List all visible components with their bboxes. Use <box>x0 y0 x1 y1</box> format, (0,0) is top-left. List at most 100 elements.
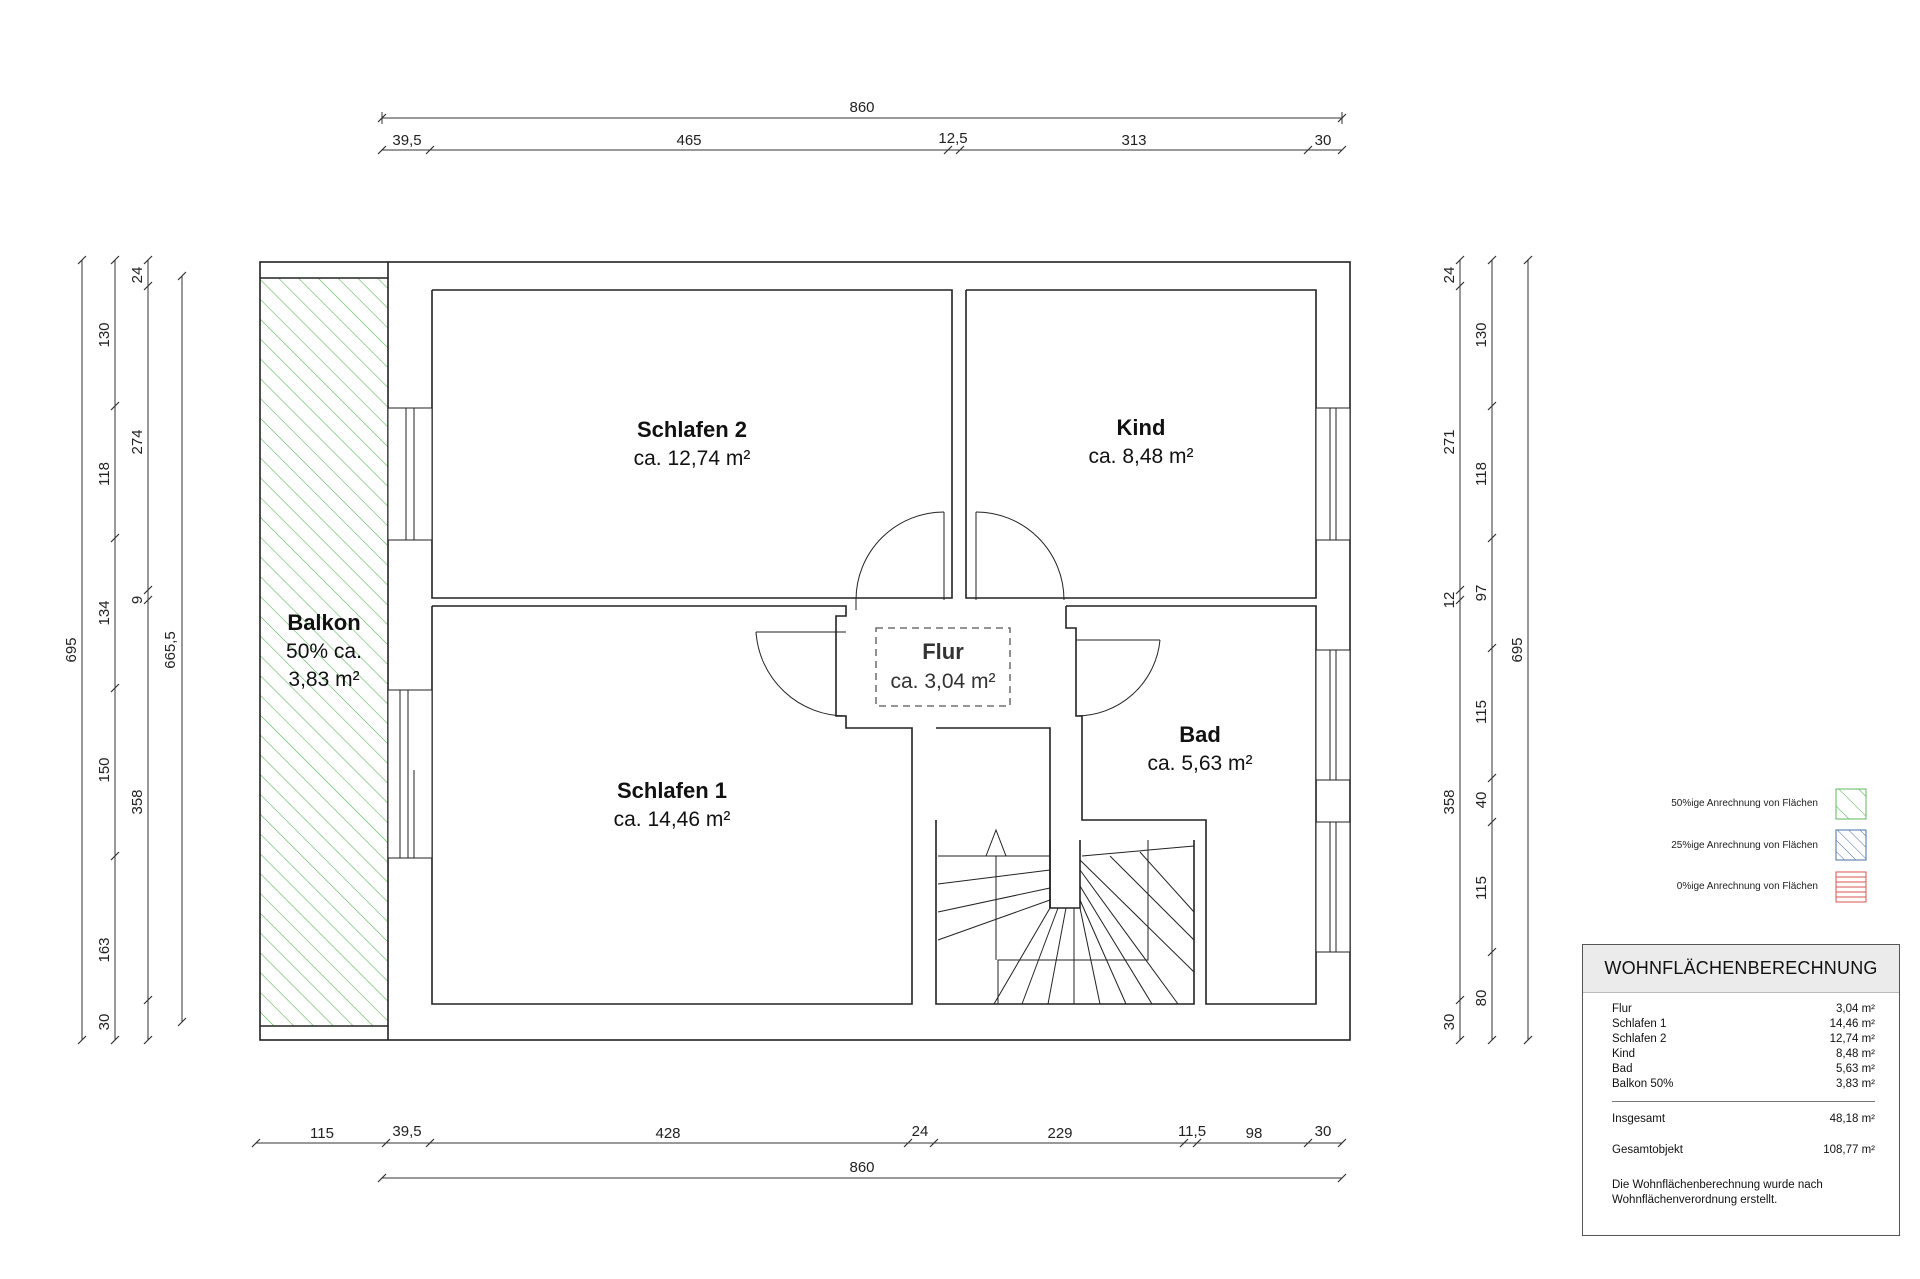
calc-label: Flur <box>1612 1003 1632 1015</box>
room-area: 3,83 m² <box>288 668 359 691</box>
room-area: ca. 3,04 m² <box>890 670 995 693</box>
room-area-label: 50% ca. <box>286 640 362 663</box>
dim-top-seg-4: 313 <box>1121 132 1146 149</box>
window-kind <box>1315 407 1351 541</box>
dim-top-seg-1: 39,5 <box>392 132 421 149</box>
room-area: ca. 12,74 m² <box>634 447 751 470</box>
calculation-title: WOHNFLÄCHENBERECHNUNG <box>1583 945 1899 993</box>
room-name: Kind <box>1117 415 1166 440</box>
dim-bottom-seg-7: 98 <box>1246 1125 1263 1142</box>
dimension-bottom: 115 39,5 428 24 229 11,5 98 30 860 <box>251 1123 1347 1183</box>
calculation-rows: Flur 3,04 m² Schlafen 1 14,46 m² Schlafe… <box>1583 993 1899 1092</box>
dim-left-b-1: 24 <box>129 267 146 284</box>
dim-left-a-5: 163 <box>96 937 113 962</box>
dim-left-a-3: 134 <box>96 600 113 625</box>
calc-value: 3,83 m² <box>1836 1078 1875 1090</box>
legend-swatch-0 <box>1835 871 1867 903</box>
calc-label: Kind <box>1612 1048 1636 1060</box>
calc-row-bad: Bad 5,63 m² <box>1583 1062 1899 1077</box>
calc-value: 14,46 m² <box>1829 1018 1875 1030</box>
dim-right-a-1: 24 <box>1441 267 1458 284</box>
room-schlafen2: Schlafen 2 ca. 12,74 m² <box>634 417 751 470</box>
calc-total-label: Insgesamt <box>1612 1113 1666 1125</box>
legend-label-50: 50%ige Anrechnung von Flächen <box>1671 798 1818 809</box>
dim-left-b-4: 358 <box>129 789 146 814</box>
room-area: ca. 8,48 m² <box>1088 445 1193 468</box>
dim-right-b-1: 130 <box>1473 322 1490 347</box>
dim-right-b-6: 115 <box>1473 876 1490 900</box>
calc-label: Schlafen 2 <box>1612 1033 1667 1045</box>
calc-row-flur: Flur 3,04 m² <box>1583 1002 1899 1017</box>
door-kind <box>975 511 1065 601</box>
calc-row-total: Insgesamt 48,18 m² <box>1583 1112 1899 1127</box>
calc-value: 5,63 m² <box>1836 1063 1875 1075</box>
dim-left-a-1: 130 <box>96 322 113 347</box>
calc-label: Bad <box>1612 1063 1633 1075</box>
dim-left-a-2: 118 <box>96 462 113 486</box>
staircase <box>937 840 1195 1005</box>
calc-value: 8,48 m² <box>1836 1048 1875 1060</box>
window-schlafen2 <box>387 407 433 541</box>
dimension-left: 695 130 118 134 150 163 30 24 274 9 358 <box>63 255 187 1045</box>
flur-label-frame <box>875 627 1011 707</box>
dim-left-b-3: 9 <box>129 596 146 604</box>
dim-top-seg-5: 30 <box>1315 132 1332 149</box>
room-balkon: Balkon 50% ca. 3,83 m² <box>286 610 362 691</box>
dim-left-total: 695 <box>63 637 80 662</box>
dim-left-b-2: 274 <box>129 429 146 454</box>
dimension-top: 860 39,5 465 12,5 313 30 <box>377 99 1347 155</box>
dim-right-b-4: 115 <box>1473 700 1490 724</box>
dim-bottom-seg-3: 428 <box>655 1125 680 1142</box>
room-bad: Bad ca. 5,63 m² <box>1147 722 1252 775</box>
dim-right-a-2: 271 <box>1441 429 1458 454</box>
area-calculation-panel: WOHNFLÄCHENBERECHNUNG Flur 3,04 m² Schla… <box>1582 944 1900 1236</box>
calc-object-label: Gesamtobjekt <box>1612 1144 1683 1156</box>
room-name: Schlafen 2 <box>637 417 747 442</box>
dim-bottom-seg-8: 30 <box>1315 1123 1332 1140</box>
calc-value: 3,04 m² <box>1836 1003 1875 1015</box>
walls-interior <box>431 289 1317 1005</box>
legend-swatch-50 <box>1835 788 1867 820</box>
calc-value: 12,74 m² <box>1829 1033 1875 1045</box>
window-schlafen1 <box>387 689 433 859</box>
room-name: Bad <box>1179 722 1221 747</box>
dim-left-inner-total: 665,5 <box>162 631 179 669</box>
dim-top-total: 860 <box>849 99 874 116</box>
dim-right-b-7: 80 <box>1473 990 1490 1007</box>
dim-right-a-3: 12 <box>1441 592 1458 609</box>
dim-bottom-total: 860 <box>849 1159 874 1176</box>
room-area: ca. 14,46 m² <box>614 808 731 831</box>
dim-left-a-6: 30 <box>96 1014 113 1031</box>
balcony-hatch <box>260 278 388 1026</box>
dim-bottom-seg-4: 24 <box>912 1123 929 1140</box>
dim-bottom-seg-6: 11,5 <box>1178 1123 1206 1140</box>
building-outline <box>259 261 1351 1041</box>
window-bad-1 <box>1315 649 1351 781</box>
calc-object-value: 108,77 m² <box>1823 1144 1875 1156</box>
dim-right-b-5: 40 <box>1473 792 1490 809</box>
door-schlafen1 <box>755 631 847 717</box>
dim-right-a-5: 30 <box>1441 1014 1458 1031</box>
calc-label: Balkon 50% <box>1612 1078 1674 1090</box>
dimension-right: 24 271 12 358 30 130 118 97 115 40 115 8… <box>1441 255 1533 1045</box>
room-name: Schlafen 1 <box>617 778 727 803</box>
legend-label-0: 0%ige Anrechnung von Flächen <box>1677 881 1818 892</box>
calc-label: Schlafen 1 <box>1612 1018 1667 1030</box>
legend-swatch-25 <box>1835 829 1867 861</box>
room-kind: Kind ca. 8,48 m² <box>1088 415 1193 468</box>
calculation-note: Die Wohnflächenberechnung wurde nach Woh… <box>1612 1179 1823 1206</box>
calc-separator <box>1612 1101 1875 1102</box>
legend: 50%ige Anrechnung von Flächen 25%ige Anr… <box>1671 788 1867 903</box>
door-bad <box>1075 639 1161 717</box>
room-schlafen1: Schlafen 1 ca. 14,46 m² <box>614 778 731 831</box>
stair-arrow-icon <box>985 828 1007 857</box>
dim-right-a-4: 358 <box>1441 789 1458 814</box>
legend-label-25: 25%ige Anrechnung von Flächen <box>1671 840 1818 851</box>
dim-right-b-2: 118 <box>1473 462 1490 486</box>
dim-left-a-4: 150 <box>96 757 113 782</box>
dim-top-seg-3: 12,5 <box>938 130 967 147</box>
calc-row-schlafen2: Schlafen 2 12,74 m² <box>1583 1032 1899 1047</box>
dim-right-b-3: 97 <box>1473 585 1490 602</box>
door-schlafen2 <box>855 511 945 610</box>
